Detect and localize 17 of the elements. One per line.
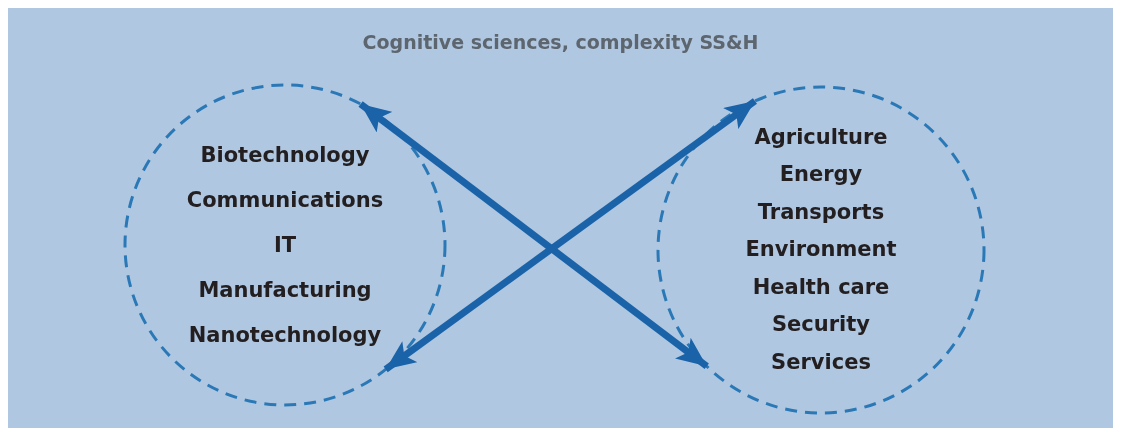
sector-label: Environment [745,236,897,264]
double-headed-arrow [358,101,709,370]
title: Cognitive sciences, complexity SS&H [361,31,760,53]
sector-label: Nanotechnology [188,321,382,349]
dashed-circle [656,85,986,415]
sector-label: Communications [186,186,384,214]
sector-label: IT [273,231,297,259]
sector-label: Transports [757,198,885,226]
sector-label: Manufacturing [198,276,372,304]
double-headed-arrow [383,98,757,373]
sector-label: Agriculture [754,123,888,151]
sector-label: Security [771,311,871,339]
sector-label: Health care [752,273,890,301]
sector-label: Biotechnology [200,141,370,169]
sector-label: Services [771,348,871,376]
sector-label: Energy [779,161,863,189]
dashed-circle [123,83,447,407]
